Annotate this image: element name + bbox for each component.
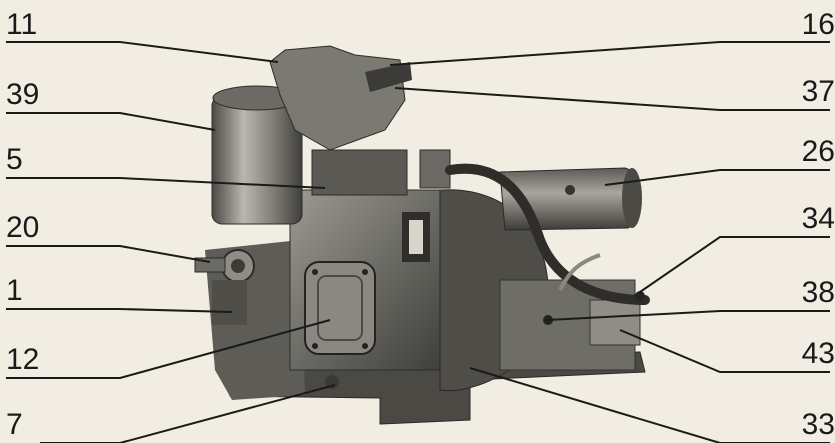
leader-34 xyxy=(639,236,830,293)
leader-16 xyxy=(389,41,830,66)
callout-26: 26 xyxy=(801,135,835,168)
callout-37: 37 xyxy=(801,75,835,108)
callout-11: 11 xyxy=(6,8,38,41)
leader-26 xyxy=(604,169,830,186)
leader-33 xyxy=(469,367,830,443)
callout-12: 12 xyxy=(6,343,40,376)
callout-34: 34 xyxy=(801,202,835,235)
leader-12 xyxy=(6,319,331,379)
callout-16: 16 xyxy=(801,8,835,41)
leader-20 xyxy=(6,245,211,263)
leader-11 xyxy=(6,41,279,63)
leader-39 xyxy=(6,112,216,131)
leader-7 xyxy=(40,384,336,443)
callout-1: 1 xyxy=(6,274,23,307)
cable xyxy=(445,163,650,305)
leader-lines xyxy=(6,41,830,443)
leader-37 xyxy=(394,87,830,111)
callout-33: 33 xyxy=(801,408,835,441)
leader-5 xyxy=(6,177,326,189)
callout-39: 39 xyxy=(6,78,40,111)
callout-38: 38 xyxy=(801,276,835,309)
callout-5: 5 xyxy=(6,143,23,176)
leader-43 xyxy=(619,329,830,373)
callout-20: 20 xyxy=(6,211,40,244)
callout-7: 7 xyxy=(6,408,23,441)
callout-43: 43 xyxy=(801,337,835,370)
right-bracket xyxy=(589,299,641,346)
leader-38 xyxy=(547,310,830,321)
leader-1 xyxy=(6,308,233,313)
inspection-cover xyxy=(304,261,376,355)
